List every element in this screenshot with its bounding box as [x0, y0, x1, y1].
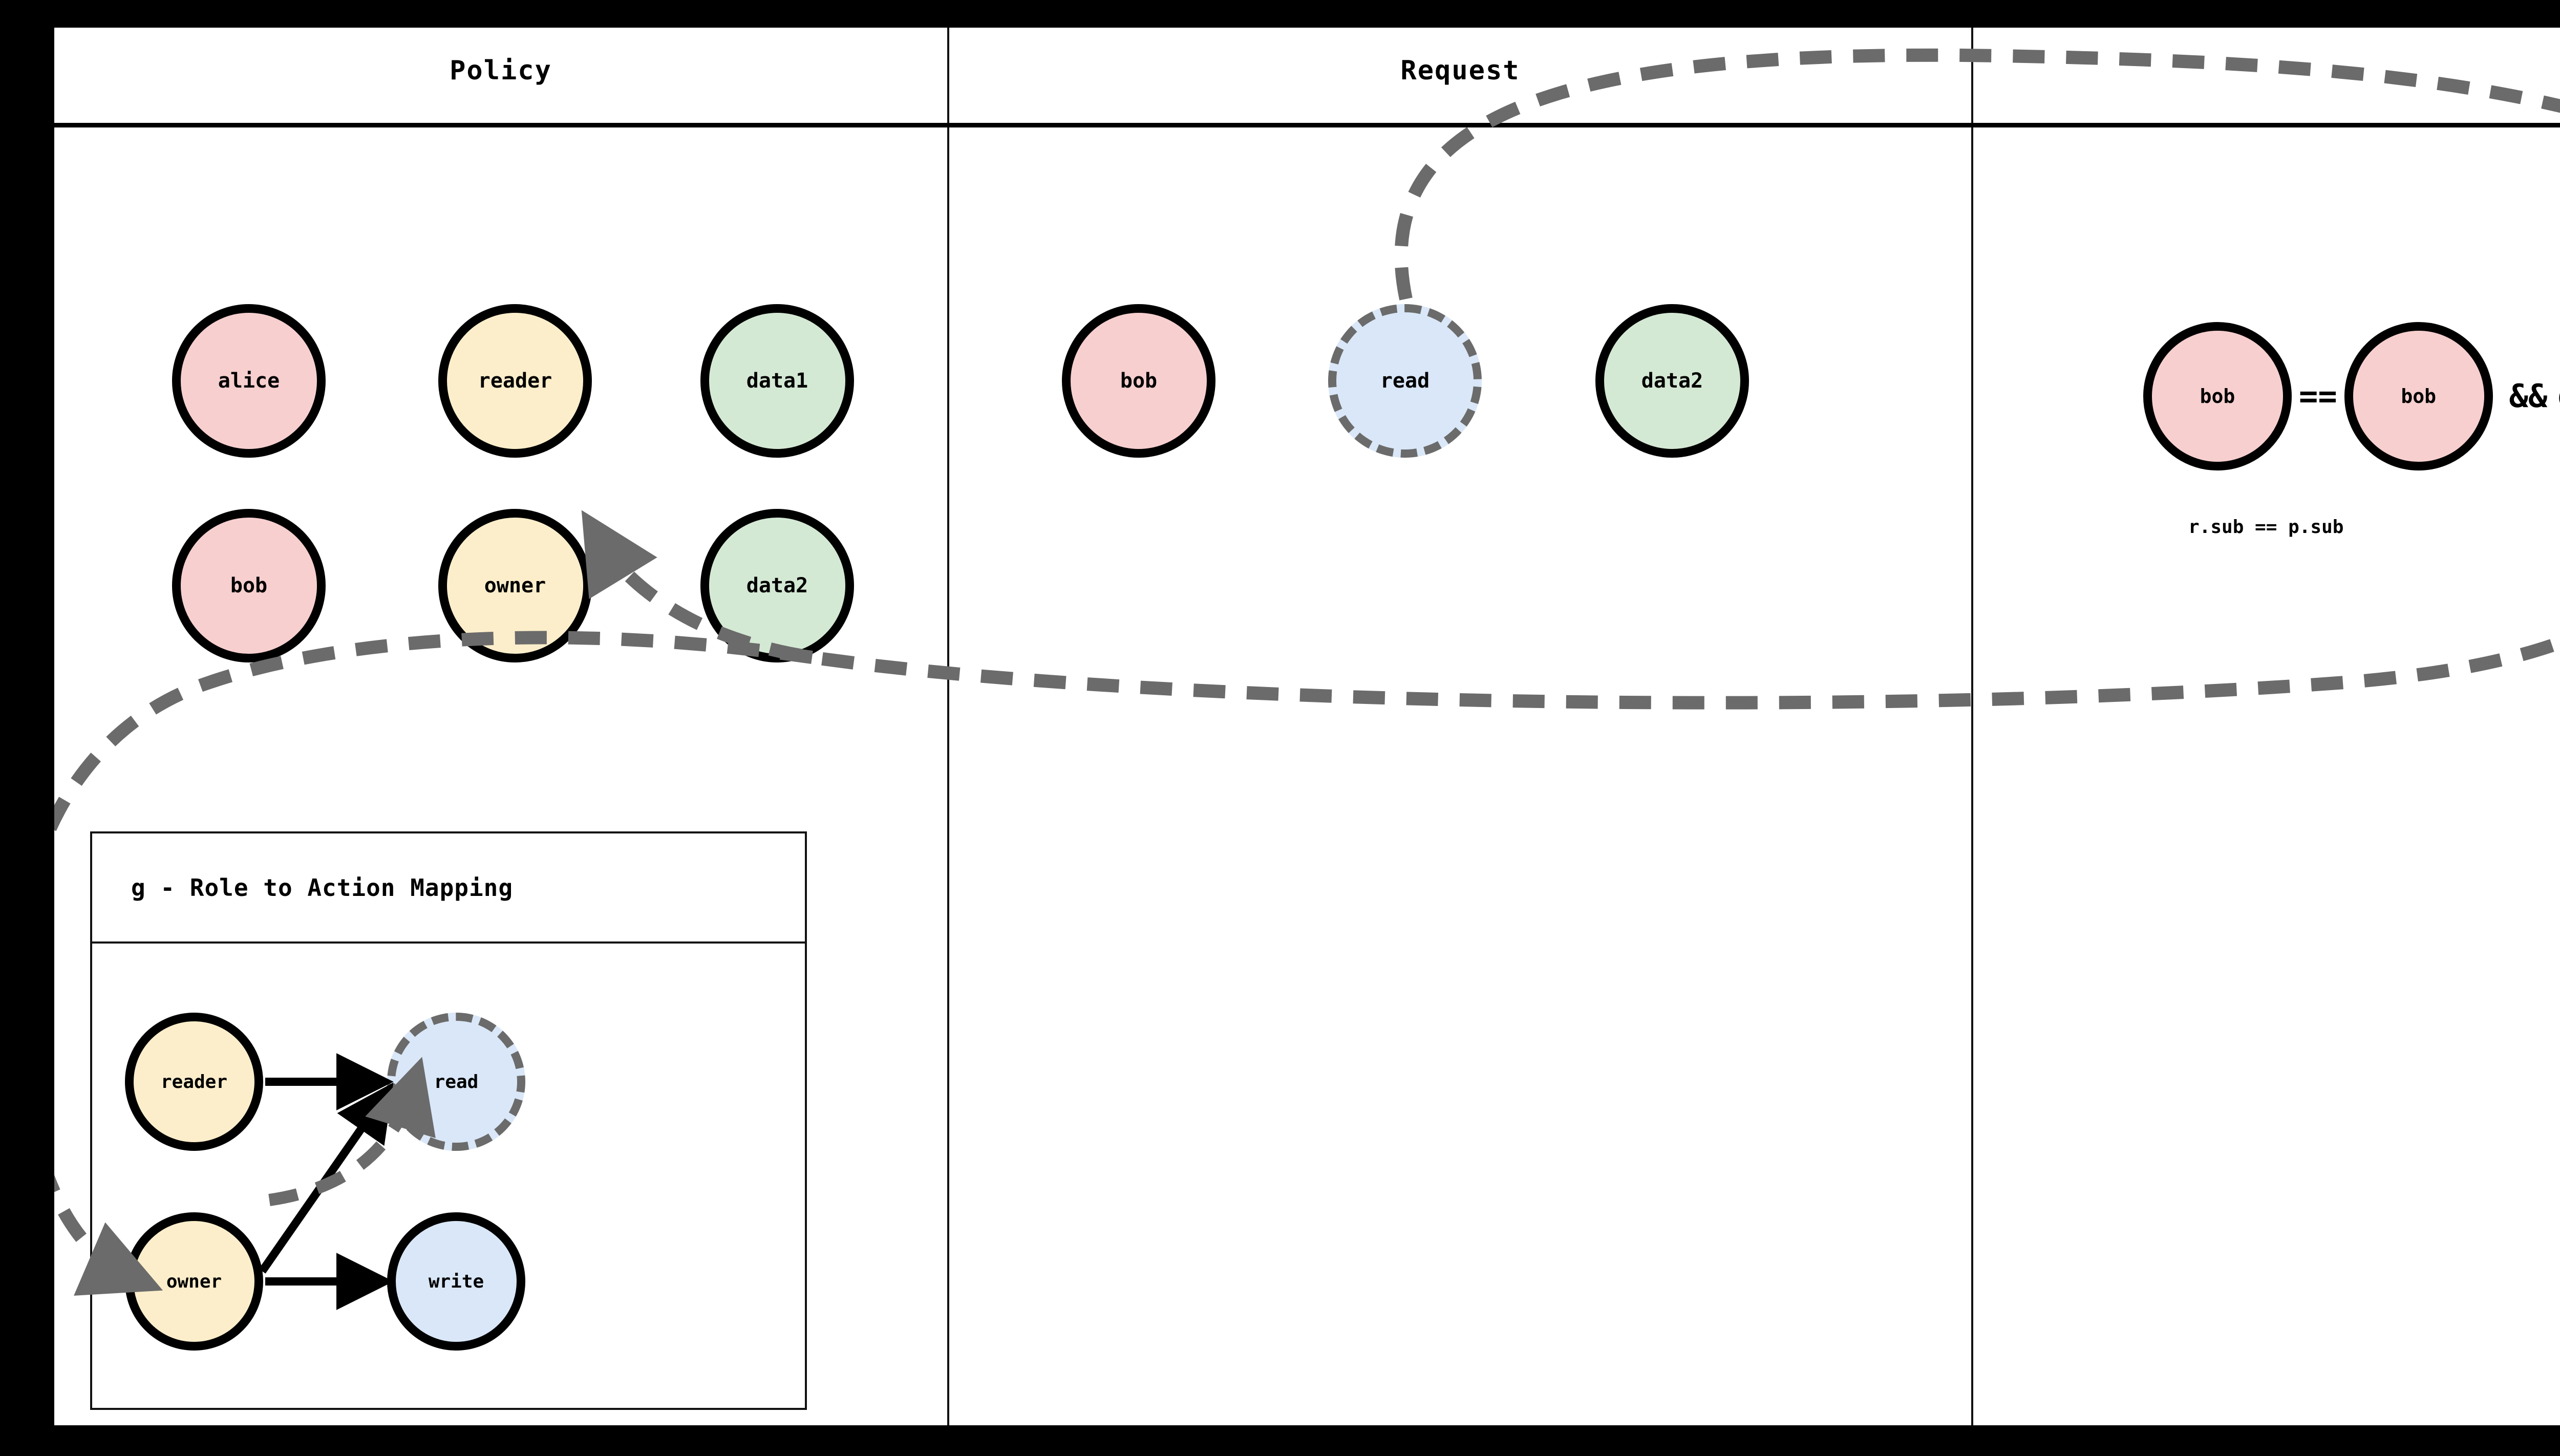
node-label: data2	[1641, 369, 1703, 393]
operator-eq-sub: ==	[2299, 377, 2337, 415]
g-mapping-panel: g - Role to Action Mapping reader read o…	[90, 831, 807, 1410]
matching-expression: bob == bob && g ( owner , read ) && data…	[2143, 299, 2560, 494]
policy-node-bob[interactable]: bob	[172, 509, 326, 662]
policy-node-data2[interactable]: data2	[700, 509, 854, 662]
node-label: owner	[484, 574, 546, 597]
column-divider-2	[1971, 28, 1973, 1425]
operator-and-1: &&	[2509, 377, 2548, 415]
node-label: write	[428, 1271, 484, 1292]
g-node-write[interactable]: write	[387, 1212, 525, 1351]
g-node-reader[interactable]: reader	[125, 1013, 263, 1151]
node-label: alice	[218, 369, 280, 393]
node-label: bob	[230, 574, 268, 597]
matching-node-bob-request[interactable]: bob	[2143, 322, 2292, 470]
g-node-owner[interactable]: owner	[125, 1212, 263, 1351]
function-g-name: g	[2557, 380, 2560, 412]
node-label: reader	[478, 369, 552, 393]
diagram-canvas: Policy Request Matching alice reader dat…	[54, 28, 2560, 1425]
node-label: data2	[746, 574, 808, 597]
request-node-bob[interactable]: bob	[1062, 304, 1215, 458]
matching-node-bob-policy[interactable]: bob	[2344, 322, 2493, 470]
policy-node-alice[interactable]: alice	[172, 304, 326, 458]
node-label: bob	[2401, 385, 2436, 408]
request-node-data2[interactable]: data2	[1595, 304, 1749, 458]
g-mapping-title: g - Role to Action Mapping	[92, 833, 805, 944]
node-label: reader	[160, 1071, 228, 1093]
column-divider-1	[947, 28, 949, 1425]
column-title-matching: Matching	[1973, 50, 2560, 91]
request-node-read[interactable]: read	[1328, 304, 1482, 458]
policy-node-reader[interactable]: reader	[438, 304, 592, 458]
annotation-sub: r.sub == p.sub	[2188, 517, 2344, 538]
edge-owner-read	[259, 1082, 394, 1274]
trace-read-to-matching	[1394, 48, 2560, 301]
column-title-policy: Policy	[450, 55, 552, 86]
node-label: read	[434, 1071, 479, 1093]
node-label: bob	[2200, 385, 2235, 408]
node-label: owner	[166, 1271, 222, 1292]
node-label: read	[1380, 369, 1430, 393]
policy-node-owner[interactable]: owner	[438, 509, 592, 662]
trace-owner-to-policy	[581, 510, 2560, 710]
node-label: data1	[746, 369, 808, 393]
g-node-read[interactable]: read	[387, 1013, 525, 1151]
header-rule	[54, 123, 2560, 127]
node-label: bob	[1120, 369, 1158, 393]
column-title-request: Request	[1400, 55, 1520, 86]
policy-node-data1[interactable]: data1	[700, 304, 854, 458]
